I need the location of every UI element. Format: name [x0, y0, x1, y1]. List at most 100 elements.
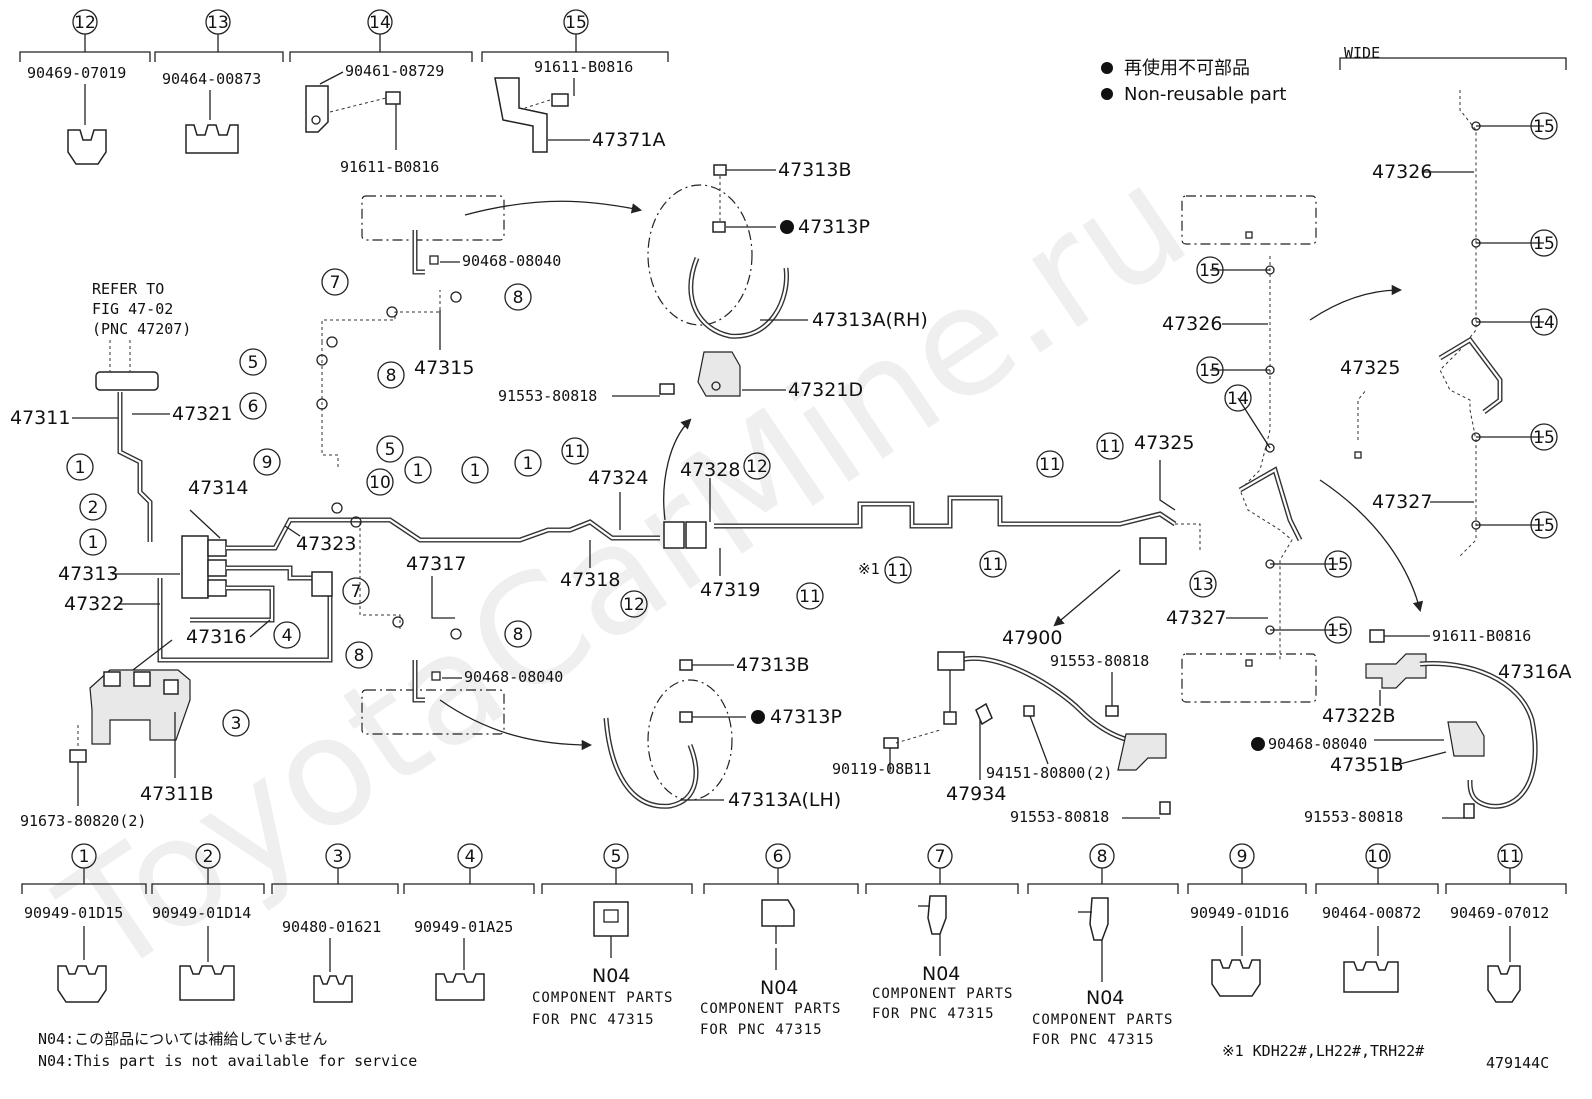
callout-number-1: 1 [88, 533, 99, 553]
part-label: 47325 [1134, 432, 1194, 454]
non-reusable-mark [751, 710, 765, 724]
callout-circle-11 [884, 556, 912, 584]
callout-15: 15 [565, 13, 587, 33]
top-clip-14: 14 90461-08729 91611-B0816 [289, 9, 473, 176]
for-pnc-text: FOR PNC 47315 [872, 1006, 995, 1022]
refer-line-2: FIG 47-02 [92, 300, 173, 318]
sensor-head-icon [937, 651, 965, 671]
callout-circle-14 [1224, 384, 1252, 412]
for-pnc-text: FOR PNC 47315 [1032, 1032, 1155, 1048]
callout-circle-11 [796, 582, 824, 610]
valve-47325-group: 47325 47900 91553-80818 90119-08B11 4793… [832, 432, 1201, 826]
clip-13-icon [185, 124, 239, 154]
component-parts-text: COMPONENT PARTS [1032, 1012, 1173, 1028]
non-reusable-mark [780, 220, 794, 234]
callout-circle-15 [1324, 616, 1352, 644]
part-label: 47313B [736, 654, 809, 676]
part-label: 47351B [1330, 754, 1403, 776]
component-parts-text: COMPONENT PARTS [872, 986, 1013, 1002]
callout-number-8: 8 [513, 625, 524, 645]
rear-pipes-left: 47326 47327 [1162, 195, 1317, 703]
clip-2-icon [179, 965, 235, 1001]
callout-number-11: 11 [887, 561, 909, 581]
callout-circle-11 [1096, 432, 1124, 460]
bracket-47311B-group: 91673-80820(2) 47311B [20, 669, 213, 830]
top-clip-12: 12 90469-07019 [19, 9, 151, 165]
bolt-icon [69, 749, 87, 763]
part-label: N04 [922, 963, 960, 985]
callout-circle-15 [1324, 550, 1352, 578]
callout-circle-2 [79, 493, 107, 521]
footer-notes: N04:この部品については補給していません N04:This part is n… [38, 1030, 1549, 1072]
callout-number-15: 15 [1199, 261, 1221, 281]
clip-12-icon [67, 129, 107, 165]
callout-number-15: 15 [1327, 555, 1349, 575]
callout-circle-7 [321, 268, 349, 296]
clip-position-dot [1471, 238, 1481, 248]
part-label: 47325 [1340, 357, 1400, 379]
callout-8: 8 [1097, 847, 1108, 867]
clip-position-dot [1471, 520, 1481, 530]
callout-circle-9 [253, 448, 281, 476]
callout-number-11: 11 [564, 442, 586, 462]
vehicle-footnote: ※1 KDH22#,LH22#,TRH22# [1222, 1042, 1424, 1060]
callout-circle-15 [1530, 112, 1558, 140]
callout-circle-14 [1530, 308, 1558, 336]
callout-number-15: 15 [1533, 234, 1555, 254]
bolt-icon [679, 659, 693, 671]
callout-circle-1 [514, 449, 542, 477]
callout-5: 5 [611, 847, 622, 867]
top-clip-15: 15 91611-B0816 47371A [481, 9, 669, 153]
part-label: 90468-08040 [462, 252, 561, 270]
for-pnc-text: FOR PNC 47315 [532, 1012, 655, 1028]
callout-circle-7 [342, 577, 370, 605]
callout-number-5: 5 [248, 353, 259, 373]
clip-9-icon [1211, 959, 1261, 997]
callout-number-1: 1 [413, 461, 424, 481]
part-label: 47317 [406, 553, 466, 575]
callout-circle-1 [79, 528, 107, 556]
part-label: 47316 [186, 626, 246, 648]
part-label: 47323 [296, 533, 356, 555]
bracket-47351B-icon [1447, 721, 1485, 757]
bolt-icon [713, 164, 727, 176]
part-label: 47322B [1322, 705, 1395, 727]
part-label: N04 [760, 977, 798, 999]
callout-number-11: 11 [1099, 437, 1121, 457]
callout-number-11: 11 [799, 587, 821, 607]
callout-leader [1237, 397, 1271, 449]
clip-position-dot [1265, 625, 1275, 635]
part-label: 47328 [680, 459, 740, 481]
part-label: 47934 [946, 783, 1006, 805]
load-sensing-valve-icon [1117, 733, 1167, 771]
clip-position-dot [1265, 265, 1275, 275]
bolt-icon [551, 93, 569, 107]
callout-number-3: 3 [231, 714, 242, 734]
callout-circle-8 [377, 361, 405, 389]
callout-7: 7 [935, 847, 946, 867]
part-label: 90469-07019 [27, 64, 126, 82]
clip-position-dot [1471, 432, 1481, 442]
component-parts-text: COMPONENT PARTS [700, 1001, 841, 1017]
callout-circle-1 [404, 456, 432, 484]
callout-number-12: 12 [746, 457, 768, 477]
bolt-icon [883, 737, 899, 749]
callout-circle-11 [1036, 450, 1064, 478]
callout-circle-15 [1196, 256, 1224, 284]
part-label: 90949-01D14 [152, 904, 251, 922]
clip-6-icon [761, 899, 795, 927]
callout-6: 6 [773, 847, 784, 867]
refer-line-3: (PNC 47207) [92, 320, 191, 338]
callout-circle-3 [222, 709, 250, 737]
clip-1-icon [57, 965, 107, 1003]
bolt-icon [1369, 629, 1385, 643]
callout-number-1: 1 [470, 461, 481, 481]
callout-3: 3 [333, 847, 344, 867]
clamp-bracket-icon [305, 85, 329, 133]
legend: 再使用不可部品 Non-reusable part [1101, 58, 1286, 105]
callout-circle-11 [561, 437, 589, 465]
upper-hose-group: 90468-08040 47313B 47313P 47313A(RH) [361, 159, 928, 339]
clip-3-icon [313, 975, 353, 1003]
